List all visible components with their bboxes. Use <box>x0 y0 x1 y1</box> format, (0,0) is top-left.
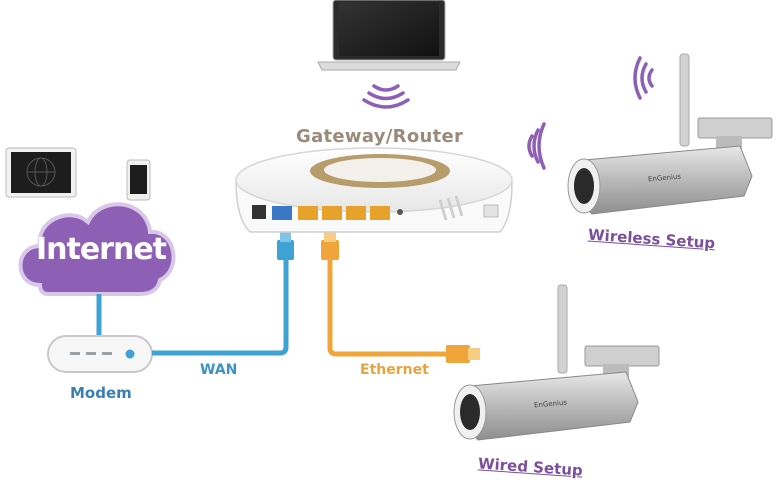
wan-label: WAN <box>200 362 237 378</box>
modem-label: Modem <box>70 384 132 402</box>
ethernet-cable <box>321 228 480 363</box>
laptop-icon <box>318 0 460 70</box>
wifi-waves-icon <box>529 124 544 168</box>
gateway-router-label: Gateway/Router <box>296 126 463 147</box>
ethernet-label: Ethernet <box>360 362 429 378</box>
wifi-waves-icon <box>364 86 408 107</box>
tablet-icon <box>6 148 76 197</box>
router-device <box>236 148 512 232</box>
ip-camera-device <box>568 54 772 214</box>
ip-camera-device <box>454 285 659 440</box>
internet-label: Internet <box>34 232 168 267</box>
wifi-waves-icon <box>635 58 652 98</box>
modem-device <box>48 336 152 372</box>
phone-icon <box>127 160 150 200</box>
